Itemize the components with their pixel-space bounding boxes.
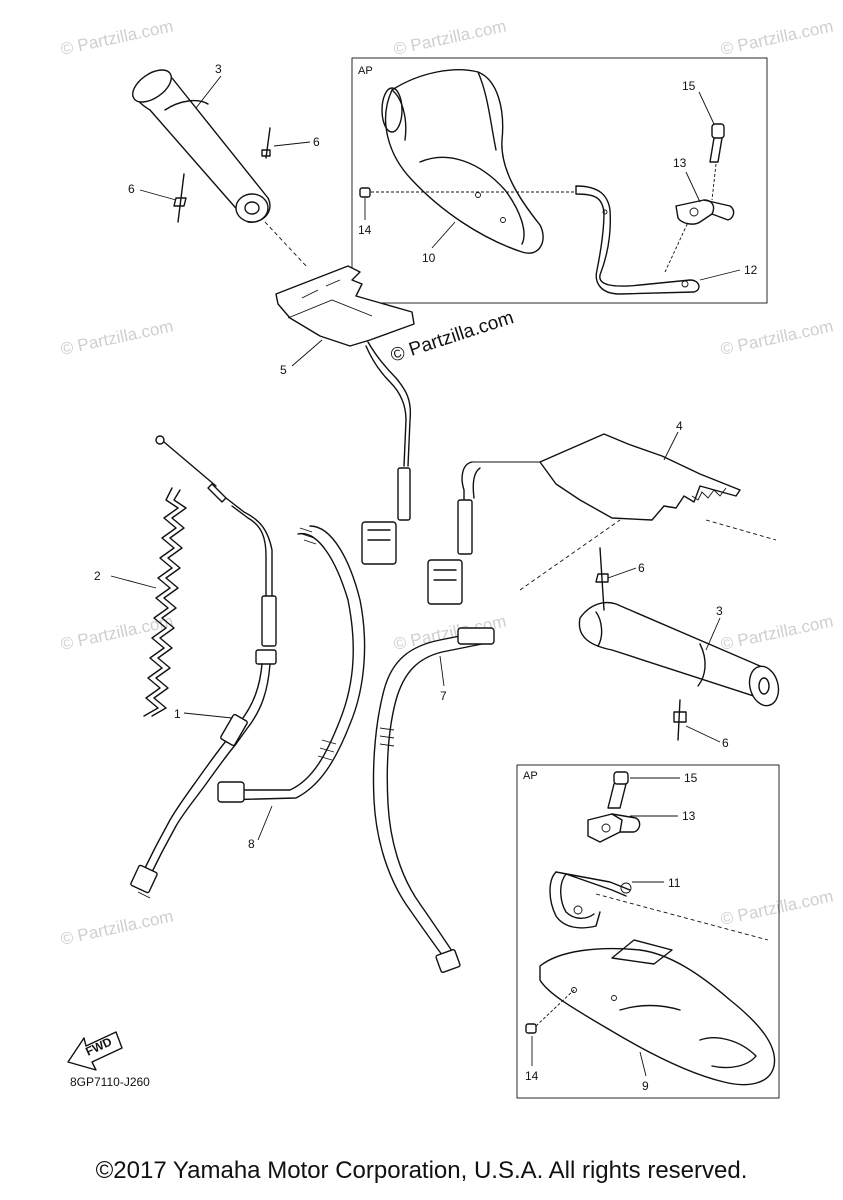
ap-box-top: AP xyxy=(351,57,768,304)
callout-13-top: 13 xyxy=(673,156,687,170)
throttle-cable-1 xyxy=(130,435,277,899)
leader-5 xyxy=(291,339,323,367)
leader-15-top xyxy=(698,91,715,125)
callout-4: 4 xyxy=(676,419,683,433)
exploded-parts-diagram: © Partzilla.com © Partzilla.com © Partzi… xyxy=(59,17,835,1099)
callout-11: 11 xyxy=(668,876,681,890)
watermark-text: © Partzilla.com xyxy=(719,612,835,654)
leader-3-right xyxy=(705,617,721,651)
callout-3-left: 3 xyxy=(215,62,222,76)
leader-4 xyxy=(663,431,679,461)
hand-guard-9 xyxy=(539,939,776,1086)
watermark-text: © Partzilla.com xyxy=(719,887,835,929)
leader-8 xyxy=(257,805,273,841)
hose-7 xyxy=(372,627,495,974)
watermark-text: © Partzilla.com xyxy=(59,17,175,59)
ap-box-bottom-label: AP xyxy=(523,770,538,782)
rivet-6-right-a xyxy=(595,547,637,611)
callout-10: 10 xyxy=(422,251,436,265)
hand-guard-10 xyxy=(381,69,544,254)
spring-2 xyxy=(143,487,187,717)
bracket-12 xyxy=(575,185,700,295)
bolt-15-top xyxy=(709,123,725,201)
callout-13-bottom: 13 xyxy=(682,809,696,823)
leader-7 xyxy=(439,655,445,687)
watermark-text: © Partzilla.com xyxy=(719,17,835,59)
leader-3-left xyxy=(195,75,222,109)
callout-7: 7 xyxy=(440,689,447,703)
callout-8: 8 xyxy=(248,837,255,851)
ap-box-top-frame xyxy=(351,57,768,304)
leader-12 xyxy=(699,269,741,281)
bolt-15-bottom xyxy=(607,771,629,809)
leader-1 xyxy=(183,712,233,719)
copyright-notice: ©2017 Yamaha Motor Corporation, U.S.A. A… xyxy=(95,1157,748,1184)
ap-box-top-label: AP xyxy=(358,65,373,77)
callout-6-right-a: 6 xyxy=(638,561,645,575)
watermark-text: © Partzilla.com xyxy=(59,907,175,949)
callout-6-upper-b: 6 xyxy=(128,182,135,196)
heater-element-4 xyxy=(427,433,777,605)
bracket-11 xyxy=(549,871,632,929)
hose-8 xyxy=(217,525,366,803)
rivet-6-upper-b xyxy=(139,173,187,223)
watermark-text: © Partzilla.com xyxy=(392,17,508,59)
callout-14-top: 14 xyxy=(358,223,372,237)
clamp-13-top xyxy=(675,199,735,225)
watermark-text: © Partzilla.com xyxy=(719,317,835,359)
grip-3-right xyxy=(578,601,780,707)
ap-box-bottom-frame xyxy=(516,764,780,1099)
callout-3-right: 3 xyxy=(716,604,723,618)
screw-14-bottom xyxy=(525,989,575,1034)
callout-15-bottom: 15 xyxy=(684,771,698,785)
callout-5: 5 xyxy=(280,363,287,377)
clamp-13-bottom xyxy=(587,813,641,843)
callout-15-top: 15 xyxy=(682,79,696,93)
callout-6-right-b: 6 xyxy=(722,736,729,750)
leader-9 xyxy=(639,1051,647,1077)
rivet-6-upper-a xyxy=(261,127,311,159)
callout-12: 12 xyxy=(744,263,758,277)
callout-14-bottom: 14 xyxy=(525,1069,539,1083)
callout-9: 9 xyxy=(642,1079,649,1093)
heater-element-5 xyxy=(275,265,415,565)
callout-1: 1 xyxy=(174,707,181,721)
watermark-text: © Partzilla.com xyxy=(59,317,175,359)
callout-6-upper-a: 6 xyxy=(313,135,320,149)
rivet-6-right-b xyxy=(673,699,721,743)
screw-14-top xyxy=(359,187,576,198)
fwd-arrow-icon: FWD xyxy=(67,1031,123,1071)
ap-box-bottom: AP 15 13 11 xyxy=(516,764,780,1099)
leader-10 xyxy=(431,221,456,249)
diagram-code: 8GP7110-J260 xyxy=(70,1075,150,1089)
callout-2: 2 xyxy=(94,569,101,583)
leader-2 xyxy=(110,575,157,589)
leader-13-top xyxy=(685,171,701,203)
watermark-text: © Partzilla.com xyxy=(59,612,175,654)
grip-3-left xyxy=(132,69,309,269)
leader-guide-bottom xyxy=(595,893,769,941)
